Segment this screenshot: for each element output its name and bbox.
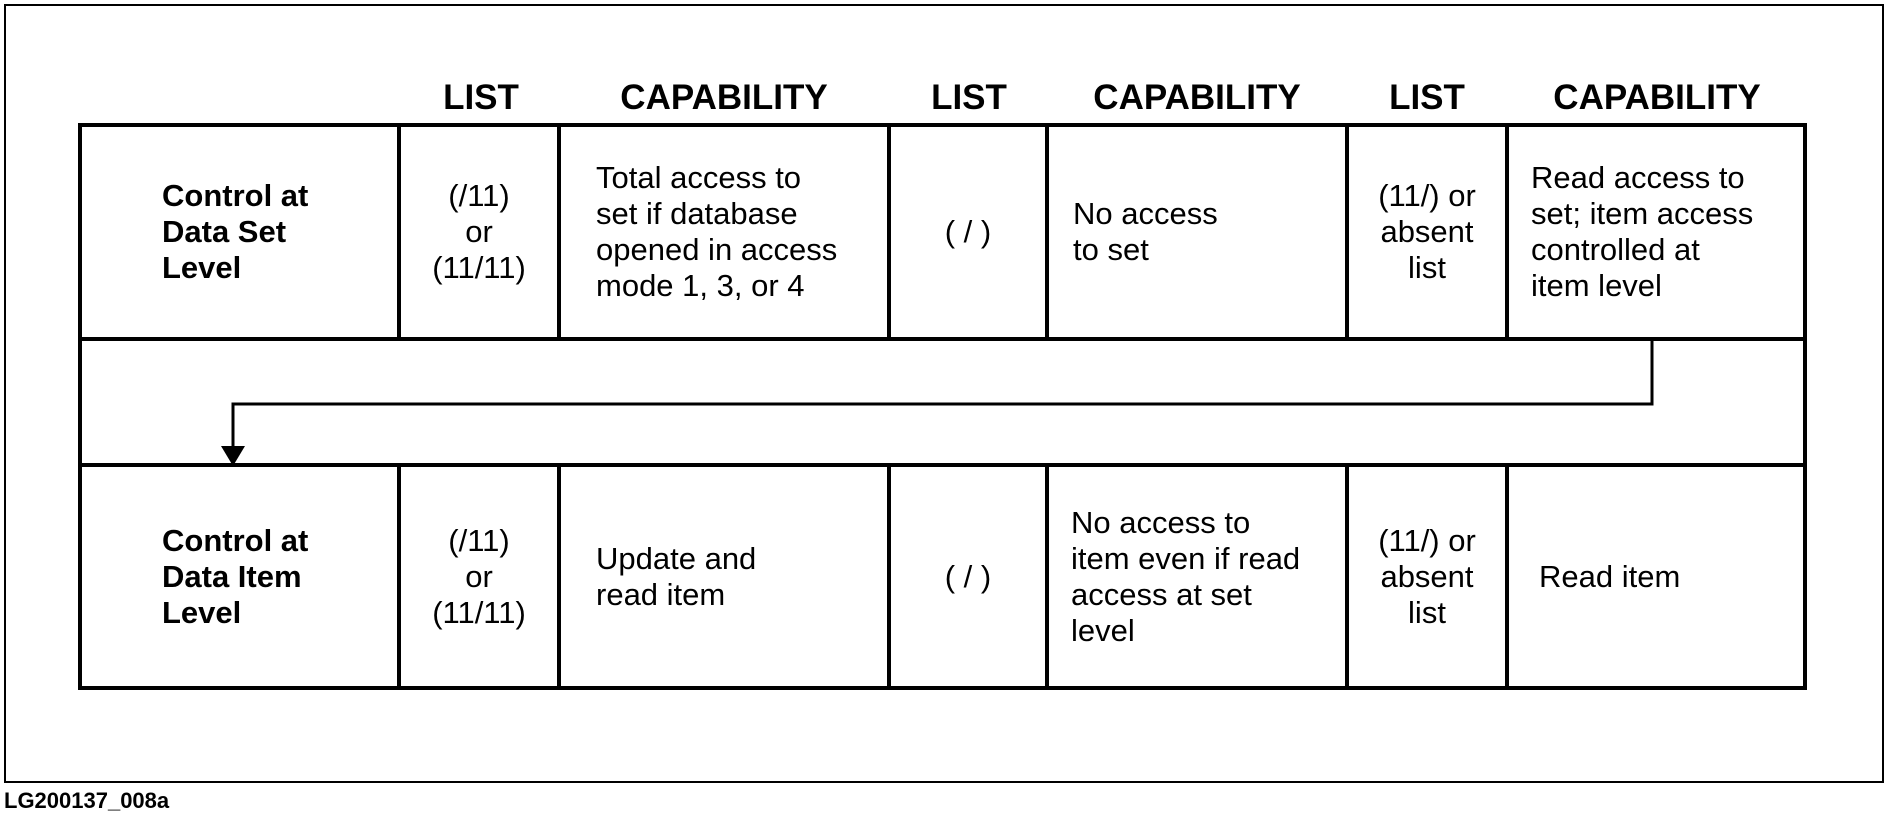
row-label-data-item: Control at Data Item Level: [162, 522, 309, 630]
header-capability-3: CAPABILITY: [1553, 78, 1761, 117]
header-capability-2: CAPABILITY: [1093, 78, 1301, 117]
cell-list: (11/) or absent list: [1378, 522, 1476, 630]
cell-capability: Update and read item: [596, 540, 757, 612]
cell-list: ( / ): [944, 558, 992, 594]
cell-capability: No access to item even if read access at…: [1071, 504, 1301, 648]
arrow-head: [221, 446, 245, 466]
table-outline: [78, 123, 1807, 690]
cell-list: (/11) or (11/11): [432, 178, 526, 285]
cell-capability: Total access to set if database opened i…: [596, 160, 838, 303]
header-list-3: LIST: [1389, 78, 1465, 117]
header-list-2: LIST: [931, 78, 1007, 117]
cell-list: (/11) or (11/11): [432, 522, 526, 630]
cell-list: ( / ): [944, 214, 992, 249]
figure-id: LG200137_008a: [4, 788, 170, 813]
header-list-1: LIST: [443, 78, 519, 117]
figure-frame: [4, 4, 1884, 783]
cell-capability: Read access to set; item access controll…: [1531, 160, 1754, 303]
connector-line: [231, 339, 1654, 448]
cell-capability: Read item: [1539, 558, 1681, 594]
header-capability-1: CAPABILITY: [620, 78, 828, 117]
row-label-data-set: Control at Data Set Level: [162, 178, 309, 285]
cell-list: (11/) or absent list: [1378, 178, 1476, 285]
cell-capability: No access to set: [1073, 196, 1218, 267]
